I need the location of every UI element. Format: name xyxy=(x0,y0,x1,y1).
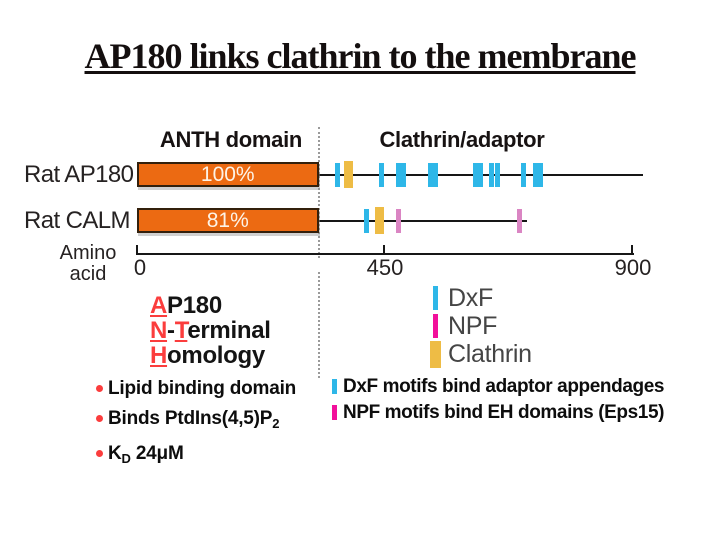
anth-domain-box: 81% xyxy=(137,208,319,233)
homology-percent: 100% xyxy=(200,163,255,186)
bullet-text: NPF motifs bind EH domains (Eps15) xyxy=(343,402,665,423)
dxf-motif-bar xyxy=(472,163,478,187)
bullet-text: KD 24μM xyxy=(108,443,184,466)
axis-tick-label: 0 xyxy=(133,255,147,280)
dxf-motif-bar xyxy=(477,163,483,187)
clathrin-swatch-icon xyxy=(430,340,441,368)
dxf-motif-bar xyxy=(427,163,433,187)
homology-percent: 81% xyxy=(206,209,249,232)
axis-caption-line2: acid xyxy=(69,263,107,285)
axis-line xyxy=(137,253,634,255)
anth-bullet-list: Lipid binding domain Binds PtdIns(4,5)P2… xyxy=(96,378,336,478)
legend-divider-dotted-line xyxy=(318,272,320,378)
axis-caption-line1: Amino xyxy=(59,242,117,264)
clathrin-adaptor-label: Clathrin/adaptor xyxy=(379,127,545,152)
axis-tick-label: 450 xyxy=(366,255,404,280)
bullet-dot-icon xyxy=(96,450,103,457)
dxf-motif-bar xyxy=(532,163,538,187)
dxf-motif-bar xyxy=(401,163,407,187)
dxf-motif-bar xyxy=(379,163,385,187)
npf-motif-bar xyxy=(516,209,522,233)
motif-bars xyxy=(0,207,720,236)
bullet-dot-icon xyxy=(96,415,103,422)
axis-caption: Amino acid xyxy=(48,243,128,285)
axis-tick-450 xyxy=(383,245,385,255)
key-label: Clathrin xyxy=(448,340,532,368)
dxf-motif-bar xyxy=(364,209,370,233)
clathrin-motif-bar xyxy=(344,161,354,188)
dxf-motif-bar xyxy=(432,163,438,187)
list-item: KD 24μM xyxy=(96,443,336,469)
anth-line-homology: Homology xyxy=(150,342,265,369)
protein-row-rat-calm: Rat CALM 81% xyxy=(0,207,720,236)
protein-backbone-line xyxy=(318,220,527,222)
key-row-dxf: DxF xyxy=(429,284,532,312)
page-title: AP180 links clathrin to the membrane xyxy=(84,36,637,76)
dxf-motif-bar xyxy=(489,163,495,187)
motif-bars xyxy=(0,161,720,190)
clathrin-motif-bar xyxy=(374,207,384,234)
dxf-motif-bar xyxy=(520,163,526,187)
npf-bar-icon xyxy=(332,405,337,420)
bullet-text: Lipid binding domain xyxy=(108,378,297,399)
key-row-npf: NPF xyxy=(429,312,532,340)
anth-domain-label: ANTH domain xyxy=(159,127,303,152)
dxf-swatch-icon xyxy=(433,286,438,310)
bullet-dot-icon xyxy=(96,385,103,392)
bullet-text: DxF motifs bind adaptor appendages xyxy=(343,376,665,397)
anth-line-ap180: AP180 xyxy=(150,292,222,319)
anth-domain-box: 100% xyxy=(137,162,319,187)
npf-swatch-icon xyxy=(433,314,438,338)
motif-bullet-list: DxF motifs bind adaptor appendages NPF m… xyxy=(332,377,717,429)
domain-divider-dotted-line xyxy=(318,127,320,258)
axis-tick-900 xyxy=(631,245,633,255)
protein-row-rat-ap180: Rat AP180 100% xyxy=(0,161,720,190)
list-item: Binds PtdIns(4,5)P2 xyxy=(96,408,336,434)
key-row-clathrin: Clathrin xyxy=(429,340,532,368)
anth-acronym-expansion: AP180 N-Terminal Homology xyxy=(150,293,271,368)
anth-line-n-terminal: N-Terminal xyxy=(150,317,271,344)
list-item: NPF motifs bind EH domains (Eps15) xyxy=(332,403,717,423)
key-label: NPF xyxy=(448,312,498,340)
dxf-bar-icon xyxy=(332,379,337,394)
list-item: Lipid binding domain xyxy=(96,378,336,399)
bullet-text: Binds PtdIns(4,5)P2 xyxy=(108,408,280,431)
dxf-motif-bar xyxy=(494,163,500,187)
axis-tick-0 xyxy=(136,245,138,255)
protein-name-label: Rat CALM xyxy=(24,207,131,234)
npf-motif-bar xyxy=(396,209,402,233)
protein-name-label: Rat AP180 xyxy=(24,161,134,188)
list-item: DxF motifs bind adaptor appendages xyxy=(332,377,717,397)
motif-key: DxF NPF Clathrin xyxy=(429,284,532,368)
axis-tick-label: 900 xyxy=(614,255,652,280)
dxf-motif-bar xyxy=(537,163,543,187)
dxf-motif-bar xyxy=(334,163,340,187)
key-label: DxF xyxy=(448,284,493,312)
dxf-motif-bar xyxy=(396,163,402,187)
